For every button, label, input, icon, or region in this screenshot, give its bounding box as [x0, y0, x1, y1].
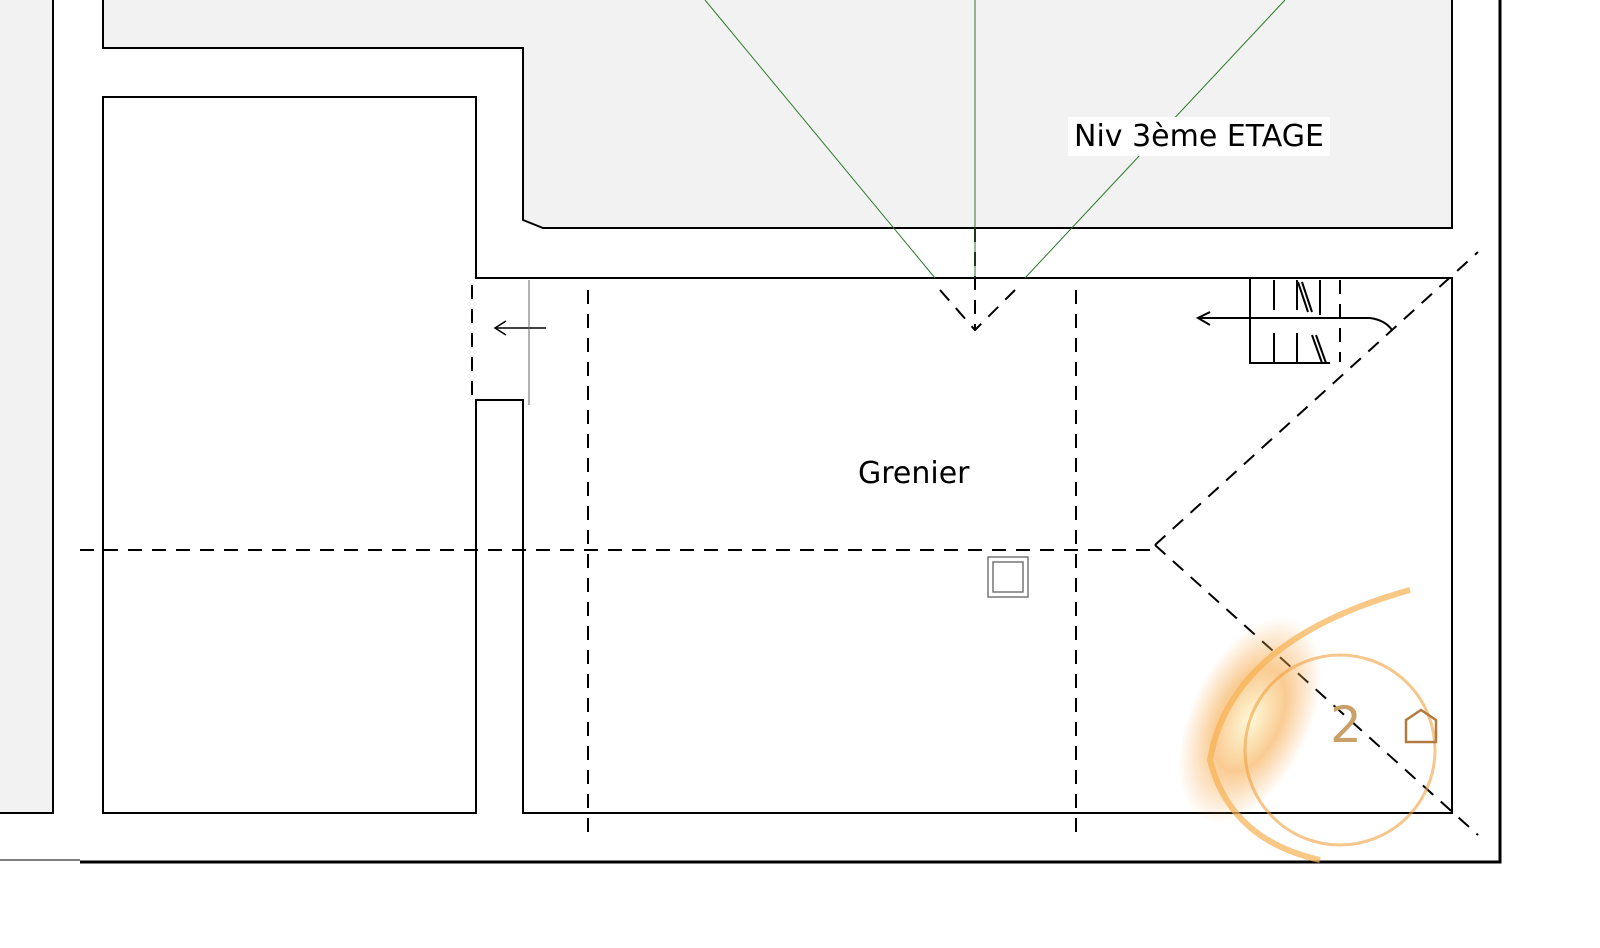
- door-arrow-icon: [493, 280, 546, 405]
- roof-hatch-icon: [987, 556, 1029, 598]
- level-label: Niv 3ème ETAGE: [1068, 117, 1330, 156]
- left-gray-area: [0, 0, 53, 813]
- logo-digit: 2: [1330, 696, 1362, 754]
- upper-gray-area: [103, 0, 1452, 228]
- walls: [0, 0, 1502, 864]
- room-label: Grenier: [858, 456, 970, 491]
- logo: [1178, 587, 1438, 863]
- stairs-icon: [1195, 278, 1393, 364]
- house-icon: [1404, 708, 1438, 744]
